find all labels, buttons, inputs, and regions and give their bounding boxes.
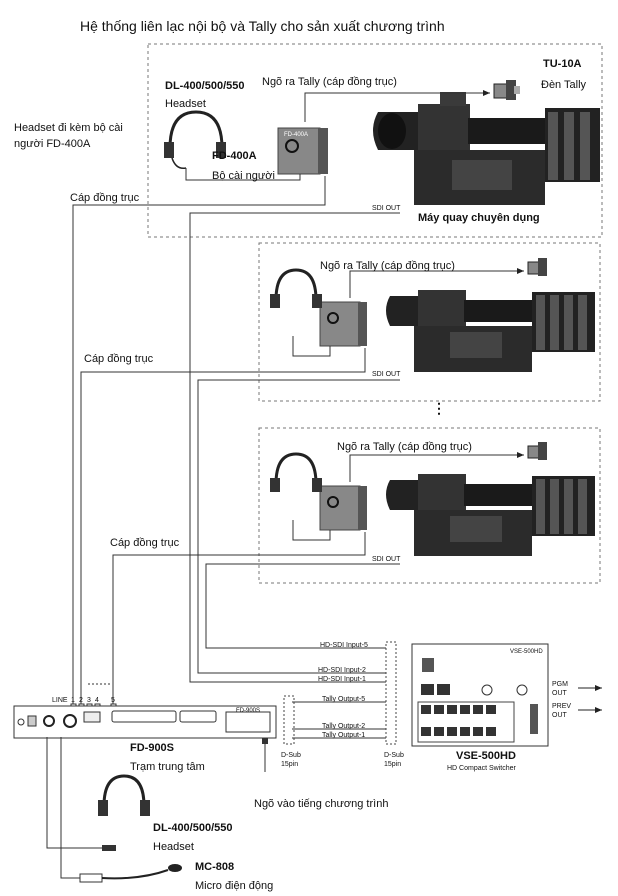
port-1-label: 1 (71, 697, 75, 704)
fd900s-panel-text: FD-900S (236, 708, 261, 714)
headset-cable (46, 737, 105, 849)
dsub-right-line-1: D-Sub (384, 752, 404, 759)
beltpack-3-icon (319, 485, 367, 531)
tally-out-label-3: Ngõ ra Tally (cáp đồng trục) (337, 441, 472, 453)
camera-label: Máy quay chuyên dụng (418, 212, 540, 224)
headset-1-icon (164, 110, 226, 170)
sdi-out-label-2: SDI OUT (372, 371, 401, 378)
station-name: Trạm trung tâm (130, 761, 205, 773)
vse500hd-panel-text: VSE-500HD (510, 649, 543, 655)
station-model: FD-900S (130, 742, 175, 754)
tally-output-1: Tally Output-1 (322, 732, 366, 739)
mic-model: MC-808 (195, 861, 235, 873)
diagram-title: Hệ thống liên lạc nội bộ và Tally cho sả… (80, 18, 445, 34)
beltpack-1-icon (277, 127, 328, 175)
beltpack-name: Bộ cài người (212, 170, 275, 182)
camera-3-icon (386, 474, 595, 556)
dsub-right (385, 641, 397, 745)
mic-cable (60, 737, 80, 879)
sdi-out-label-3: SDI OUT (372, 556, 401, 563)
sdi-input-5: HD-SDI Input-5 (320, 642, 368, 649)
pgm-out-line-2: OUT (552, 690, 567, 697)
headset-bottom-name: Headset (153, 841, 194, 853)
port-2-label: 2 (79, 697, 83, 704)
line-label: LINE (52, 697, 68, 704)
headset-bottom-icon (98, 774, 150, 816)
mic-icon (79, 864, 182, 883)
mic-name: Micro điện động (195, 880, 274, 892)
tally-lamp-name: Đèn Tally (541, 79, 587, 91)
headset-top-model: DL-400/500/550 (165, 80, 245, 92)
dsub-right-line-2: 15pin (384, 761, 402, 768)
prev-out-line-2: OUT (552, 712, 567, 719)
program-input-jack (262, 738, 268, 744)
beltpack-model: FD-400A (212, 150, 257, 162)
tally-lamp-1-icon (493, 80, 520, 100)
beltpack-1-device-text: FD-400A (284, 132, 309, 138)
tally-out-label-1: Ngõ ra Tally (cáp đồng trục) (262, 76, 397, 88)
headset-top-name: Headset (165, 98, 206, 110)
camera-group-2 (258, 242, 601, 402)
sdi-input-2: HD-SDI Input-2 (318, 667, 366, 674)
coax-label-2: Cáp đồng trục (84, 353, 154, 365)
dsub-left-line-1: D-Sub (281, 752, 301, 759)
headset-3-icon (270, 452, 322, 492)
dsub-left (283, 695, 295, 745)
vse500hd-panel (411, 643, 549, 747)
switcher-name: HD Compact Switcher (447, 765, 516, 772)
beltpack-2-icon (319, 301, 367, 347)
port-4-label: 4 (95, 697, 99, 704)
cable-lines (72, 176, 400, 739)
fd900s-panel (13, 705, 277, 739)
camera-group-3 (258, 427, 601, 584)
coax-label-1: Cáp đồng trục (70, 192, 140, 204)
tally-lamp-model: TU-10A (543, 58, 582, 70)
tally-out-label-2: Ngõ ra Tally (cáp đồng trục) (320, 260, 455, 272)
pgm-out-line-1: PGM (552, 681, 568, 688)
headset-2-icon (270, 268, 322, 308)
left-note-line-2: người FD-400A (14, 138, 91, 150)
switcher-model: VSE-500HD (456, 750, 516, 762)
prev-out-line-1: PREV (552, 703, 572, 710)
program-input-label: Ngõ vào tiếng chương trình (254, 798, 389, 810)
tally-lamp-2-icon (527, 258, 547, 276)
headset-plug (102, 845, 116, 851)
tally-lamp-3-icon (527, 442, 547, 460)
sdi-out-label-1: SDI OUT (372, 205, 401, 212)
port-5-label: 5 (111, 697, 115, 704)
tally-lines (185, 90, 524, 541)
port-3-label: 3 (87, 697, 91, 704)
headset-bottom-model: DL-400/500/550 (153, 822, 233, 834)
coax-label-3: Cáp đồng trục (110, 537, 180, 549)
tally-output-5: Tally Output-5 (322, 696, 366, 703)
dsub-left-line-2: 15pin (281, 761, 299, 768)
sdi-input-1: HD-SDI Input-1 (318, 676, 366, 683)
camera-2-icon (386, 290, 595, 372)
tally-output-2: Tally Output-2 (322, 723, 366, 730)
left-note-line-1: Headset đi kèm bộ cài (14, 122, 123, 134)
camera-1-icon (373, 92, 600, 205)
camera-ellipsis: ⋮ (432, 400, 446, 416)
